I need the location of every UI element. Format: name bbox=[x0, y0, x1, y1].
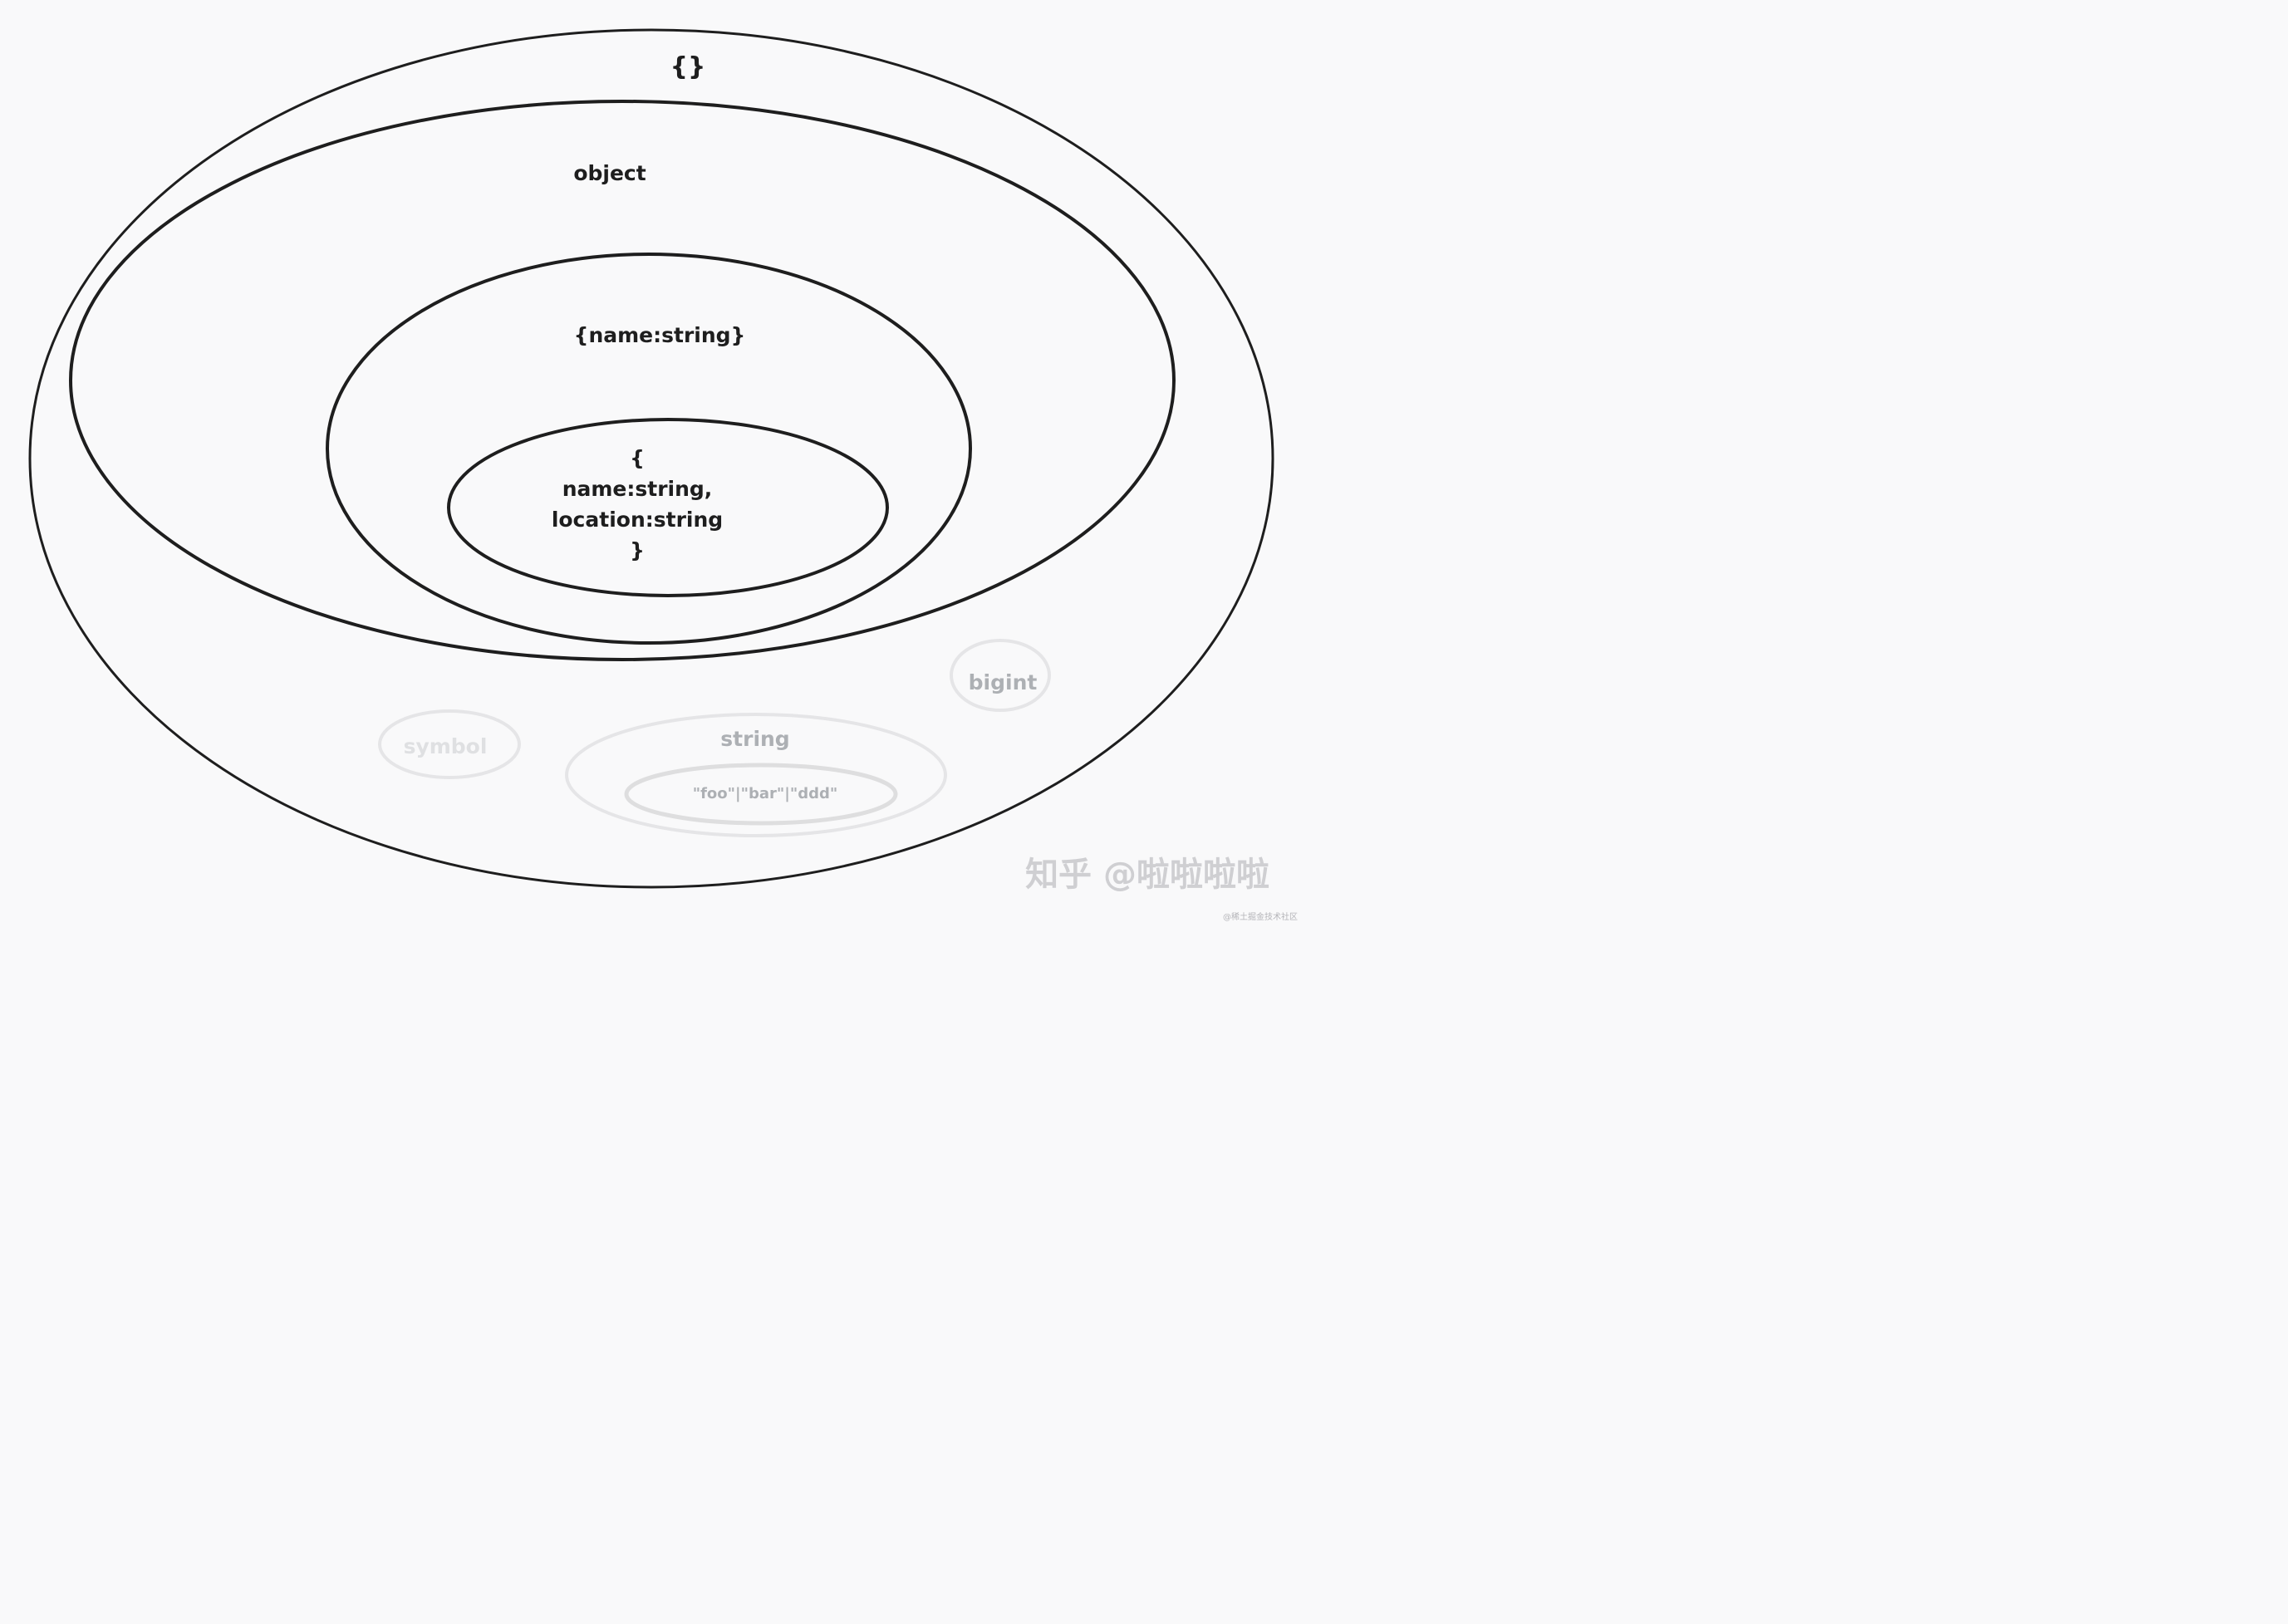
empty-object-set-ellipse bbox=[28, 28, 1274, 889]
string-label: string bbox=[720, 727, 789, 751]
object-set-ellipse bbox=[69, 100, 1176, 661]
name-location-name-line: name:string, bbox=[562, 477, 713, 501]
symbol-set-ellipse bbox=[378, 709, 521, 779]
string-set-ellipse bbox=[565, 713, 947, 837]
name-location-open-brace: { bbox=[630, 446, 645, 470]
name-location-location-line: location:string bbox=[552, 508, 723, 532]
object-label: object bbox=[573, 161, 646, 185]
juejin-watermark: @稀土掘金技术社区 bbox=[1223, 911, 1298, 922]
symbol-label: symbol bbox=[404, 734, 488, 758]
name-object-set-ellipse bbox=[326, 253, 972, 645]
bigint-label: bigint bbox=[969, 670, 1038, 694]
name-object-label: {name:string} bbox=[574, 323, 746, 347]
literal-union-label: "foo"|"bar"|"ddd" bbox=[693, 785, 838, 802]
literal-union-set-ellipse bbox=[624, 763, 898, 826]
name-location-close-brace: } bbox=[630, 538, 645, 562]
empty-object-label: {} bbox=[670, 52, 706, 81]
bigint-set-ellipse bbox=[950, 639, 1051, 712]
name-location-object-set-ellipse bbox=[447, 418, 889, 597]
type-set-diagram: {} object {name:string} { name:string, l… bbox=[28, 28, 1298, 922]
zhihu-watermark: 知乎 @啦啦啦啦 bbox=[1025, 856, 1269, 894]
